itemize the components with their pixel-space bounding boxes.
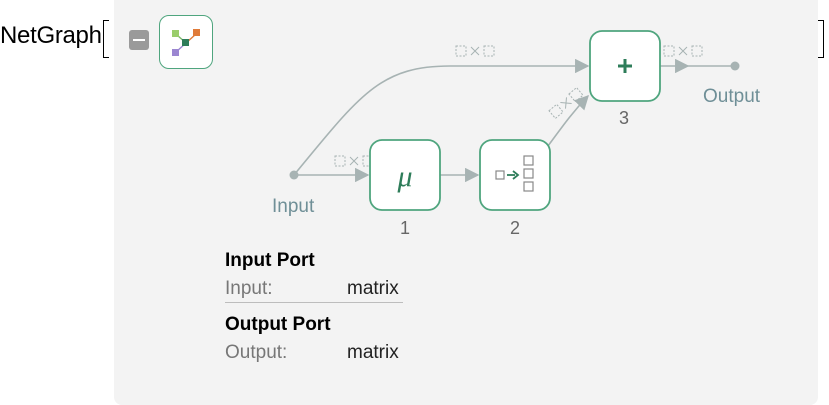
netgraph-icon[interactable] xyxy=(159,15,213,69)
input-port-row: Input: matrix xyxy=(225,278,425,302)
node-1-symbol: μ xyxy=(396,160,412,193)
node-2-layer[interactable] xyxy=(479,139,551,211)
output-port-heading: Output Port xyxy=(225,314,331,335)
netgraph-head: NetGraph xyxy=(0,22,102,49)
input-port-key: Input: xyxy=(225,278,273,299)
node-2-index: 2 xyxy=(509,218,520,238)
collapse-button[interactable] xyxy=(129,30,149,50)
node-1-index: 1 xyxy=(399,218,410,238)
shape-glyph-diagonal xyxy=(548,86,584,120)
input-port-label: Input xyxy=(272,196,315,217)
output-port-key: Output: xyxy=(225,342,288,363)
info-divider xyxy=(225,302,403,303)
right-bracket xyxy=(818,20,824,58)
edge-input-to-node3 xyxy=(293,58,590,176)
shape-glyph-output xyxy=(663,45,703,57)
node-1-mean-layer[interactable]: μ xyxy=(369,139,441,211)
output-port-row: Output: matrix xyxy=(225,342,425,366)
netgraph-panel xyxy=(114,0,818,405)
edge-node2-to-node3 xyxy=(544,94,589,151)
output-port-label: Output xyxy=(703,86,761,107)
shape-glyph-input xyxy=(334,155,374,167)
output-port-dot xyxy=(730,61,740,71)
graph-network-icon xyxy=(172,29,200,56)
output-port-value: matrix xyxy=(347,342,399,363)
node-3-index: 3 xyxy=(618,108,629,128)
input-port-value: matrix xyxy=(347,278,399,299)
left-bracket xyxy=(103,20,109,58)
input-port-dot xyxy=(289,170,299,180)
shape-glyph-top xyxy=(455,45,495,57)
node-3-total-layer[interactable] xyxy=(589,30,661,102)
input-port-heading: Input Port xyxy=(225,250,315,271)
